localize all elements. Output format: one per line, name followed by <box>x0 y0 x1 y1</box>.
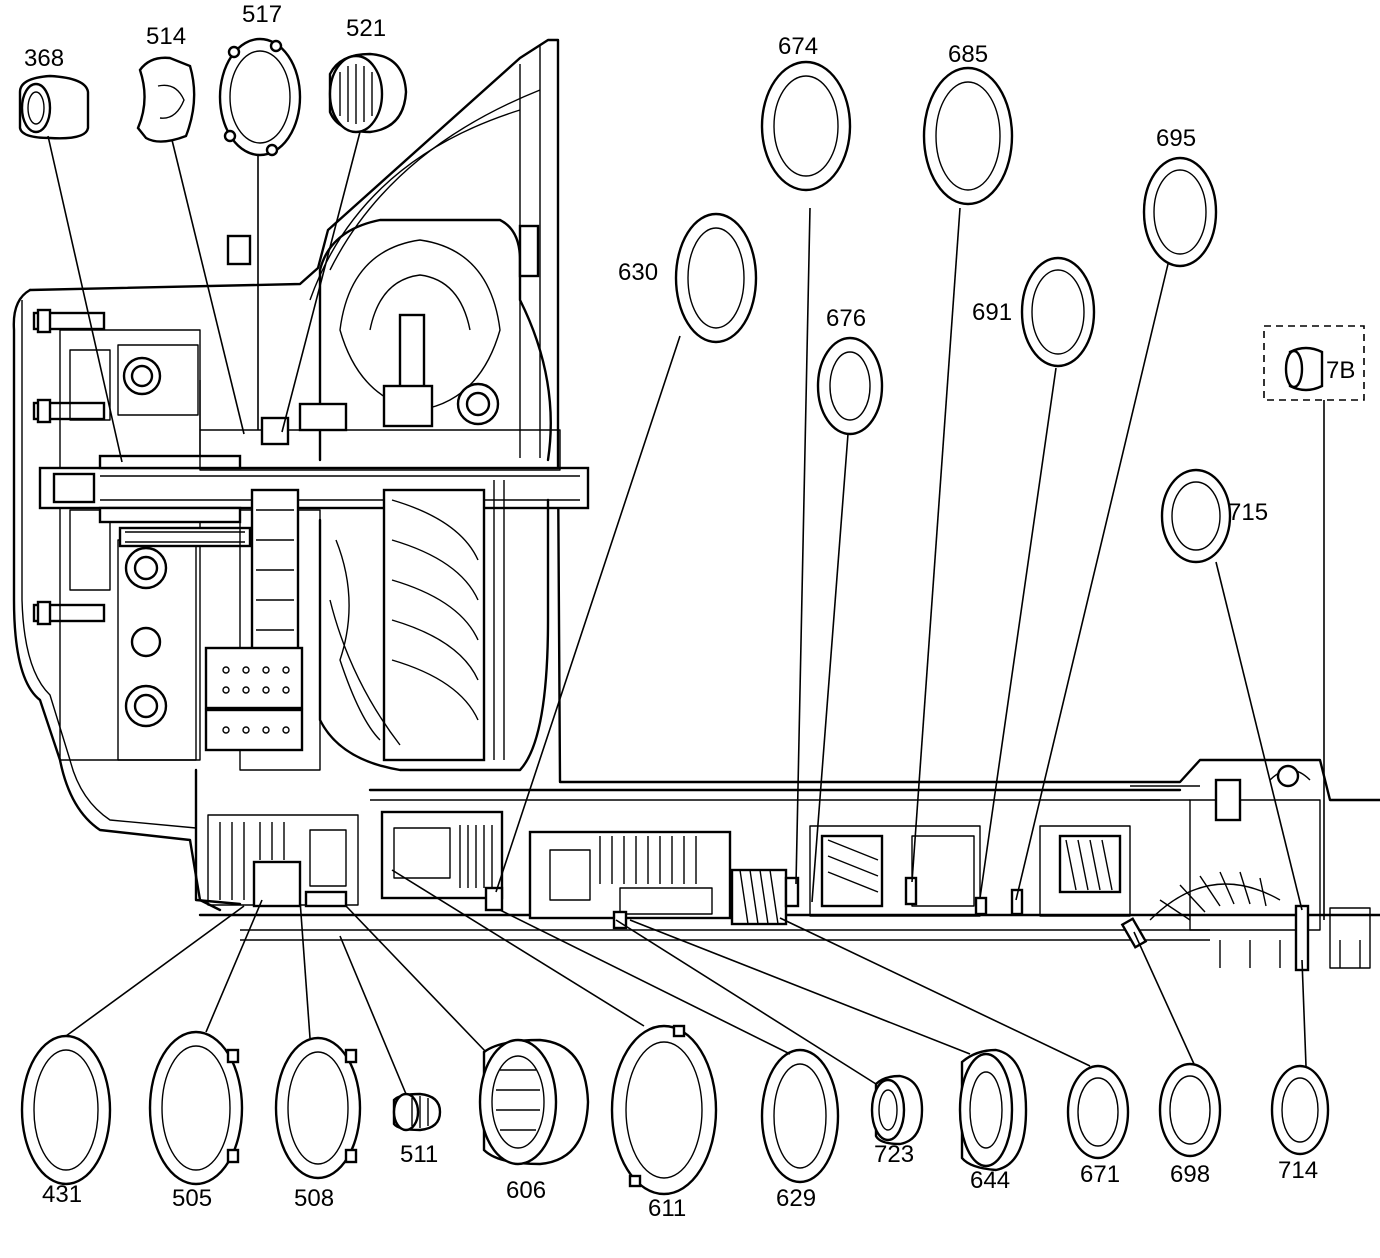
part-630-washer <box>674 212 758 344</box>
part-715-washer <box>1160 468 1232 564</box>
callout-698: 698 <box>1170 1161 1210 1188</box>
callout-labels: 368 514 517 521 674 685 695 630 676 691 … <box>24 1 1355 1222</box>
transmission-housing <box>12 38 1380 912</box>
callout-630: 630 <box>618 259 658 286</box>
part-695-washer <box>1142 156 1218 268</box>
part-685-washer <box>922 66 1014 206</box>
lower-shaft-assembly <box>198 764 1380 972</box>
callout-674: 674 <box>778 33 818 60</box>
callout-611: 611 <box>648 1195 686 1222</box>
part-723-bearing <box>870 1074 924 1146</box>
part-606-bearing <box>478 1038 590 1166</box>
part-691-washer <box>1020 256 1096 368</box>
callout-511: 511 <box>400 1141 438 1168</box>
part-7b-bushing <box>1263 325 1365 401</box>
callout-431: 431 <box>42 1181 82 1208</box>
callout-521: 521 <box>346 15 386 42</box>
callout-691: 691 <box>972 299 1012 326</box>
callout-676: 676 <box>826 305 866 332</box>
part-698-washer <box>1158 1062 1222 1158</box>
part-629-washer <box>760 1048 840 1184</box>
callout-644: 644 <box>970 1167 1010 1194</box>
part-611-washer <box>610 1024 718 1196</box>
part-508-thrust-washer <box>274 1036 362 1180</box>
part-514-thrust-washer <box>136 56 196 143</box>
callout-715: 715 <box>1228 499 1268 526</box>
callout-723: 723 <box>874 1141 914 1168</box>
callout-714: 714 <box>1278 1157 1318 1184</box>
callout-368: 368 <box>24 45 64 72</box>
part-521-needle-bearing <box>328 52 408 134</box>
callout-514: 514 <box>146 23 186 50</box>
callout-629: 629 <box>776 1185 816 1212</box>
part-511-needle-bearing <box>392 1092 442 1132</box>
part-714-washer <box>1270 1064 1330 1156</box>
part-505-thrust-washer <box>148 1030 244 1186</box>
callout-695: 695 <box>1156 125 1196 152</box>
leader-lines <box>47 131 1325 1095</box>
part-431-washer <box>20 1034 112 1186</box>
callout-671: 671 <box>1080 1161 1120 1188</box>
callout-505: 505 <box>172 1185 212 1212</box>
part-676-washer <box>816 336 884 436</box>
callout-508: 508 <box>294 1185 334 1212</box>
callout-7b: 7B <box>1326 357 1355 384</box>
part-368-bushing <box>18 74 90 140</box>
part-517-thrust-washer <box>218 37 302 157</box>
part-671-washer <box>1066 1064 1130 1160</box>
part-644-washer <box>958 1048 1028 1172</box>
callout-685: 685 <box>948 41 988 68</box>
part-674-washer <box>760 60 852 192</box>
callout-517: 517 <box>242 1 282 28</box>
callout-606: 606 <box>506 1177 546 1204</box>
